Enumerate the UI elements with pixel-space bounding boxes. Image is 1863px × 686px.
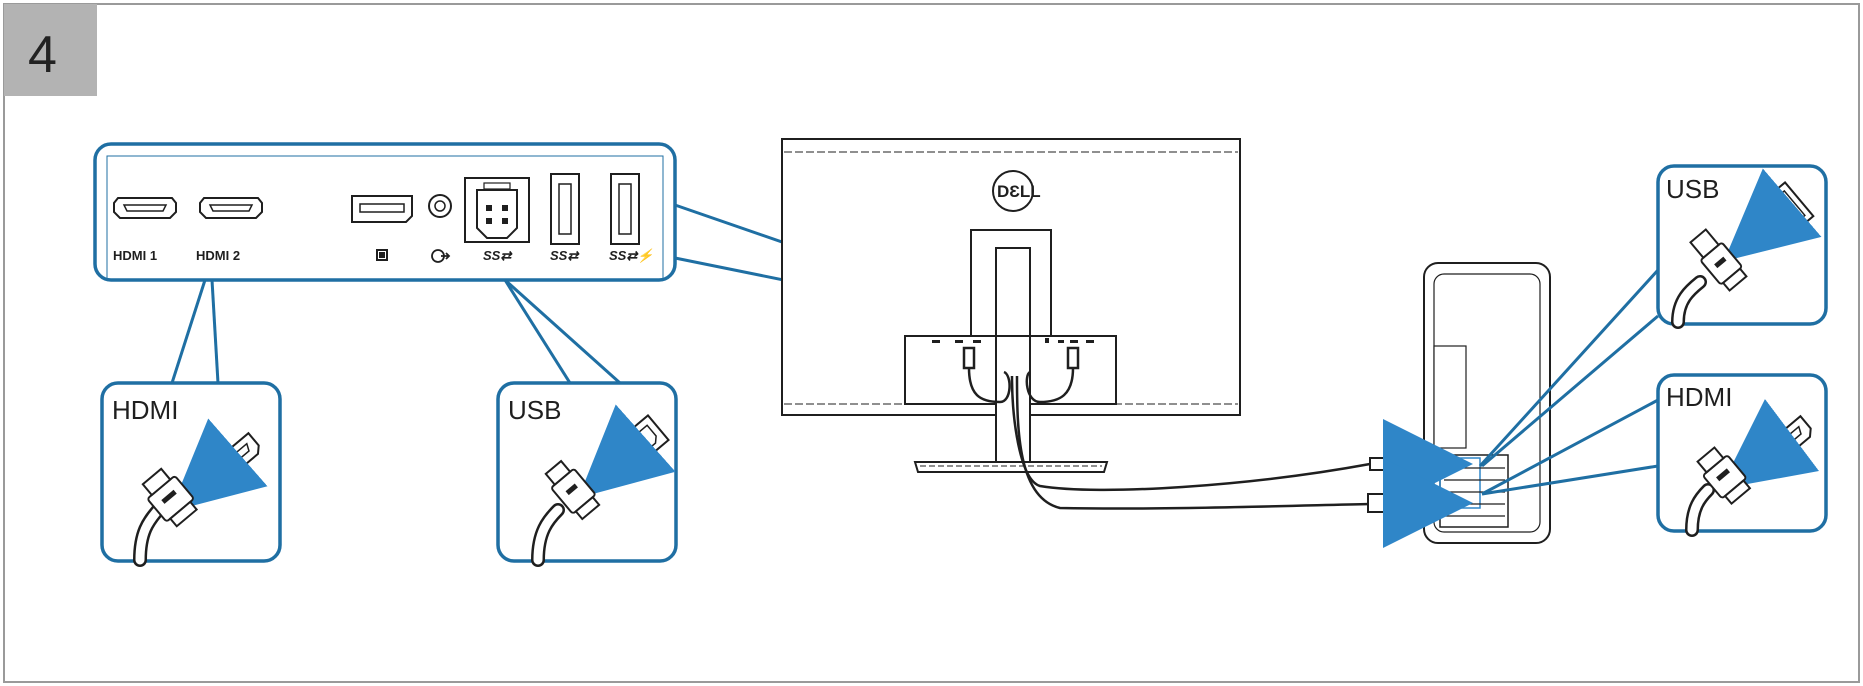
- hdmi-left-callout: HDMI: [100, 381, 282, 567]
- usb-right-title: USB: [1666, 174, 1719, 204]
- audio-out-port: [428, 194, 452, 263]
- displayport-port: [351, 195, 413, 261]
- dell-logo: DƐLL: [992, 170, 1041, 212]
- right-leader-lines: [1478, 268, 1660, 496]
- hdmi-right-callout: HDMI: [1656, 373, 1828, 537]
- hdmi2-port: HDMI 2: [196, 197, 263, 263]
- page-frame: [3, 3, 1860, 683]
- usb-a-port-2-label: SS⇄⚡: [609, 248, 654, 264]
- monitor-port-marks: [932, 338, 1094, 343]
- usb-b-plug-icon: [531, 459, 601, 567]
- usb-left-title: USB: [508, 395, 561, 425]
- monitor-rear: DƐLL: [781, 138, 1241, 473]
- headphone-out-icon: [431, 249, 451, 263]
- hdmi-right-arrow: [1720, 399, 1819, 489]
- hdmi-right-title: HDMI: [1666, 382, 1732, 412]
- port-panel-callout: HDMI 1 HDMI 2: [93, 142, 677, 282]
- desktop-tower: [1423, 262, 1551, 544]
- hdmi-left-title: HDMI: [112, 395, 178, 425]
- monitor-brand: DƐLL: [997, 182, 1041, 201]
- step-number: 4: [28, 26, 57, 84]
- hdmi-left-leader: [170, 279, 220, 384]
- hdmi-left-arrow: [170, 418, 268, 512]
- monitor-cables: [962, 346, 1371, 510]
- step-badge: 4: [4, 4, 97, 96]
- hdmi1-port: HDMI 1: [113, 197, 177, 263]
- usb-left-leader: [503, 278, 622, 385]
- usb-upstream-port: SS⇄: [464, 177, 530, 263]
- usb-a-port-1: SS⇄: [550, 173, 580, 263]
- hdmi-plug-right-icon: [1685, 446, 1752, 537]
- usb-left-arrow: [578, 404, 676, 498]
- computer-plugs: [1367, 419, 1473, 548]
- usb-right-arrow: [1723, 168, 1822, 262]
- hdmi2-port-label: HDMI 2: [196, 248, 240, 263]
- usb-left-callout: USB: [496, 381, 678, 567]
- hdmi-plug-icon: [133, 467, 199, 567]
- usb-a-port-2: SS⇄⚡: [609, 173, 654, 264]
- usb-a-port-1-label: SS⇄: [550, 248, 580, 263]
- usb-right-callout: USB: [1656, 164, 1828, 329]
- usb-upstream-label: SS⇄: [483, 248, 513, 263]
- usb-a-plug-icon: [1671, 228, 1748, 329]
- hdmi1-port-label: HDMI 1: [113, 248, 157, 263]
- displayport-icon: [376, 249, 388, 261]
